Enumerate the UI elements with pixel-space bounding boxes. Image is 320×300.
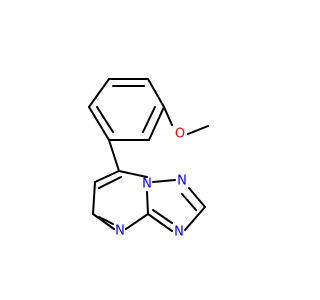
double-bond [98, 216, 114, 225]
bond [125, 213, 149, 230]
triazole-ring [147, 179, 206, 232]
nitrogen-atom-label: N [177, 174, 187, 189]
bond [187, 125, 209, 135]
bond [94, 170, 120, 183]
bond [147, 78, 165, 108]
bond [92, 213, 115, 230]
bond [146, 191, 149, 215]
benzene-ring [88, 78, 165, 141]
double-bond [152, 209, 173, 224]
nitrogen-atom-label: N [142, 177, 152, 192]
double-bond [142, 106, 156, 133]
double-bond [98, 176, 122, 189]
bond [148, 106, 165, 141]
bond [88, 106, 110, 141]
bond [163, 106, 173, 126]
bond [92, 181, 96, 215]
bond [118, 170, 148, 178]
double-bond [181, 193, 197, 211]
oxygen-atom-label: O [175, 127, 185, 142]
bond [108, 139, 120, 172]
bond [147, 213, 173, 232]
bond [188, 187, 206, 208]
methoxy-group [163, 106, 209, 135]
nitrogen-atom-label: N [174, 225, 184, 240]
molecule-structure-diagram: O N N N N [88, 78, 209, 240]
nitrogen-atom-label: N [115, 224, 125, 239]
bond [152, 179, 176, 183]
bond [88, 78, 110, 108]
bond [184, 206, 206, 231]
double-bond [96, 106, 114, 133]
pyrimidine-ring [92, 170, 149, 230]
